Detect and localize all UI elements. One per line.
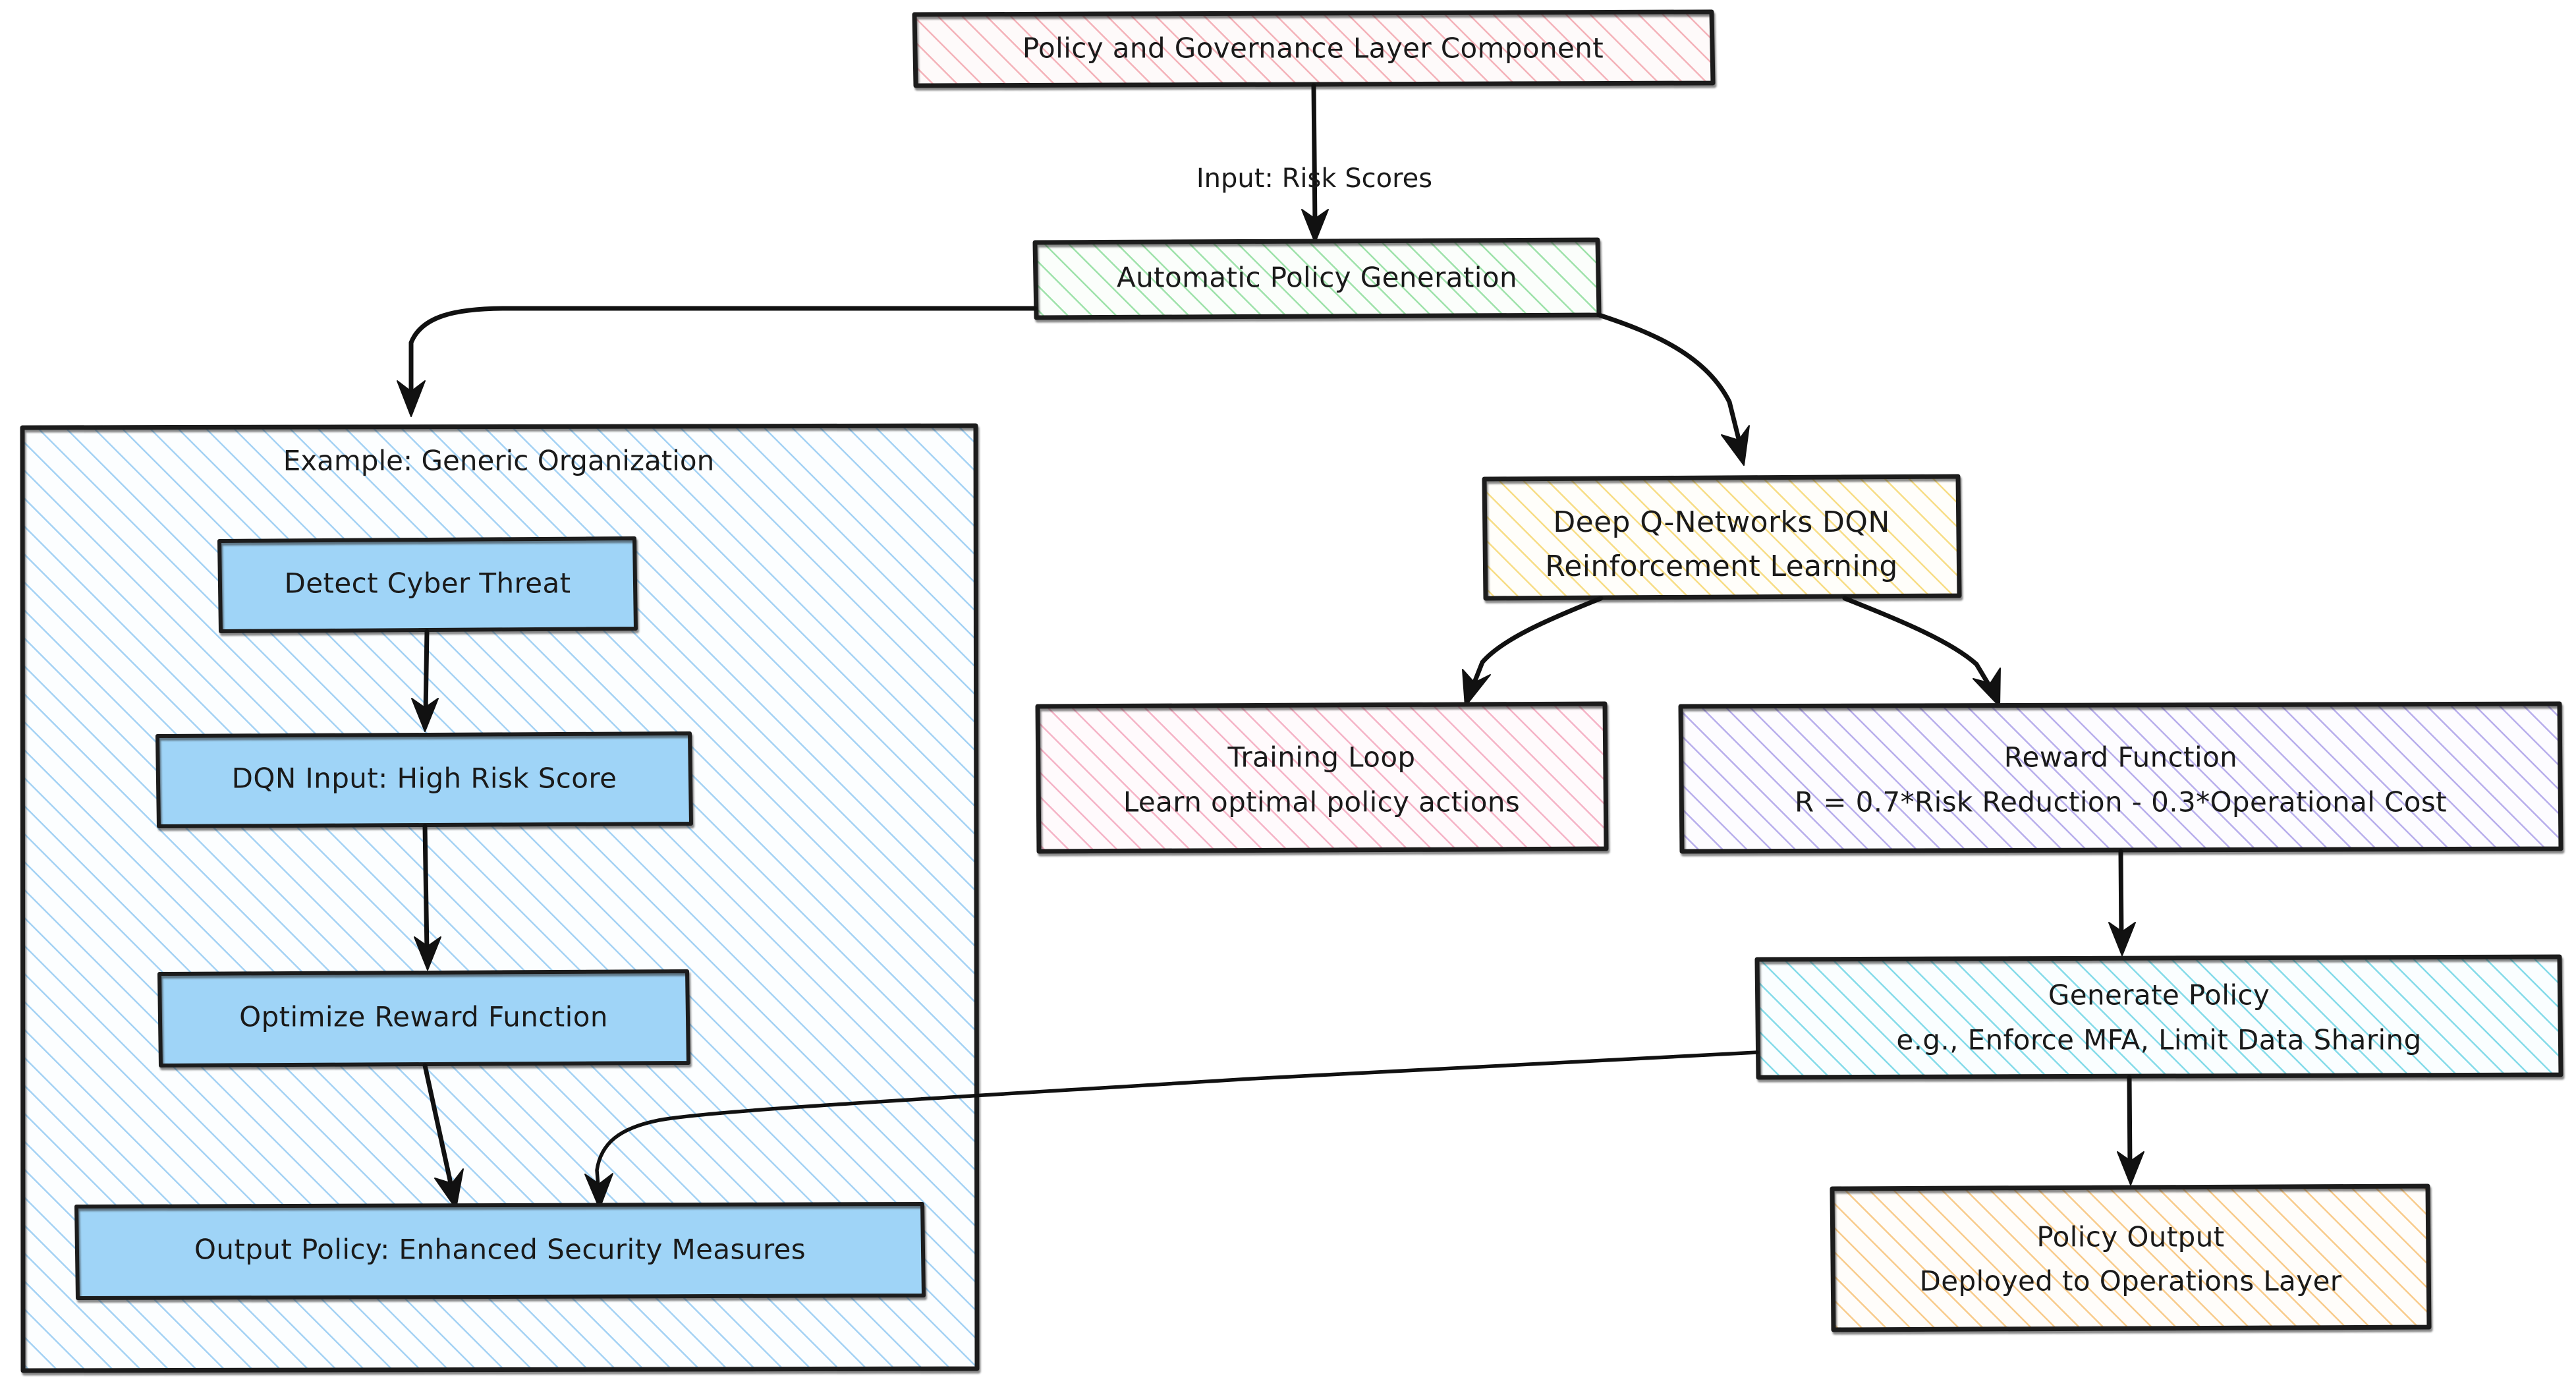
- edge-auto-policy-to-dqn-rl: [1596, 312, 1750, 466]
- edge-reward-function-to-generate-policy: [2108, 849, 2136, 956]
- edge-dqn-input-to-optimize-reward: [414, 824, 441, 971]
- node-border: [1482, 474, 1962, 601]
- node-label-policy-governance: Policy and Governance Layer Component: [1022, 32, 1604, 65]
- node-border: [155, 731, 693, 828]
- node-fill: [76, 1204, 924, 1298]
- edge-detect-threat-to-dqn-input: [411, 629, 439, 732]
- edge-generate-policy-to-output-policy: [584, 1050, 1759, 1209]
- edge-line: [1596, 312, 1742, 444]
- node-label-generate-policy-line1: Generate Policy: [2048, 979, 2270, 1011]
- edge-line: [408, 306, 1038, 397]
- node-border: [1678, 701, 2563, 854]
- subgraph-title: Example: Generic Organization: [283, 445, 714, 477]
- edge-line: [422, 1063, 454, 1189]
- edge-line: [1842, 596, 1991, 687]
- node-border: [217, 536, 638, 633]
- node-fill: [1681, 704, 2561, 851]
- node-border: [157, 969, 690, 1068]
- node-label-training-loop-line1: Training Loop: [1227, 741, 1416, 774]
- node-fill: [914, 12, 1713, 86]
- node-reward-function[interactable]: Reward Function R = 0.7*Risk Reduction -…: [1678, 701, 2563, 854]
- edge-label-input-risk-scores: Input: Risk Scores: [1196, 163, 1432, 194]
- node-label-generate-policy-line2: e.g., Enforce MFA, Limit Data Sharing: [1896, 1024, 2421, 1056]
- node-label-dqn-line2: Reinforcement Learning: [1545, 550, 1897, 583]
- node-label-policy-output-line2: Deployed to Operations Layer: [1920, 1265, 2342, 1297]
- node-label-output-policy: Output Policy: Enhanced Security Measure…: [194, 1234, 806, 1266]
- edge-policy-governance-to-auto-policy: Input: Risk Scores: [1196, 83, 1432, 243]
- node-detect-cyber-threat[interactable]: Detect Cyber Threat: [217, 536, 638, 633]
- edge-dqn-rl-to-training-loop: [1462, 596, 1604, 707]
- node-training-loop[interactable]: Training Loop Learn optimal policy actio…: [1035, 701, 1609, 854]
- node-label-detect-cyber-threat: Detect Cyber Threat: [285, 567, 571, 600]
- node-automatic-policy-generation[interactable]: Automatic Policy Generation: [1032, 237, 1602, 320]
- node-label-policy-output-line1: Policy Output: [2036, 1221, 2224, 1253]
- edge-line: [1311, 83, 1318, 227]
- node-fill: [159, 971, 688, 1066]
- subgraph-background: [22, 426, 977, 1371]
- node-border: [912, 9, 1716, 88]
- arrow-head-icon: [411, 698, 439, 732]
- node-border: [1754, 954, 2563, 1080]
- node-label-optimize-reward: Optimize Reward Function: [239, 1001, 608, 1033]
- node-fill: [1757, 957, 2561, 1077]
- edge-line: [1471, 596, 1604, 687]
- edge-auto-policy-to-subgraph: [397, 306, 1038, 417]
- node-optimize-reward-function[interactable]: Optimize Reward Function: [157, 969, 690, 1068]
- node-fill: [219, 538, 636, 631]
- subgraph-example-generic-organization: Example: Generic Organization: [20, 423, 980, 1373]
- edge-line: [595, 1050, 1759, 1188]
- edge-line: [2127, 1075, 2133, 1170]
- node-label-training-loop-line2: Learn optimal policy actions: [1123, 786, 1520, 818]
- arrow-head-icon: [397, 380, 426, 417]
- node-output-policy-enhanced-security-measures[interactable]: Output Policy: Enhanced Security Measure…: [74, 1202, 926, 1300]
- node-label-reward-function-line2: R = 0.7*Risk Reduction - 0.3*Operational…: [1795, 786, 2447, 818]
- node-border: [74, 1202, 926, 1300]
- arrow-head-icon: [1721, 425, 1750, 466]
- subgraph-border: [20, 423, 980, 1373]
- node-border: [1830, 1183, 2432, 1332]
- edge-generate-policy-to-policy-output: [2117, 1075, 2144, 1185]
- node-policy-and-governance-layer-component[interactable]: Policy and Governance Layer Component: [912, 9, 1716, 88]
- edge-line: [422, 824, 430, 954]
- node-border: [1035, 701, 1609, 854]
- arrow-head-icon: [584, 1173, 613, 1209]
- node-fill: [1832, 1186, 2429, 1330]
- node-label-dqn-line1: Deep Q-Networks DQN: [1553, 505, 1890, 539]
- arrow-head-icon: [1973, 668, 2001, 707]
- node-fill: [1038, 704, 1606, 851]
- node-fill: [1484, 476, 1959, 598]
- edge-dqn-rl-to-reward-function: [1842, 596, 2001, 707]
- node-label-reward-function-line1: Reward Function: [2004, 741, 2237, 774]
- node-deep-q-networks-dqn[interactable]: Deep Q-Networks DQN Reinforcement Learni…: [1482, 474, 1962, 601]
- node-generate-policy[interactable]: Generate Policy e.g., Enforce MFA, Limit…: [1754, 954, 2563, 1080]
- arrow-head-icon: [434, 1168, 464, 1209]
- arrow-head-icon: [1462, 669, 1491, 707]
- arrow-head-icon: [1301, 209, 1329, 243]
- node-label-dqn-input: DQN Input: High Risk Score: [232, 762, 617, 795]
- node-dqn-input-high-risk-score[interactable]: DQN Input: High Risk Score: [155, 731, 693, 828]
- edge-optimize-reward-to-output-policy: [422, 1063, 464, 1209]
- node-fill: [1035, 240, 1599, 318]
- node-fill: [157, 733, 691, 826]
- arrow-head-icon: [414, 936, 441, 971]
- node-policy-output[interactable]: Policy Output Deployed to Operations Lay…: [1830, 1183, 2432, 1332]
- arrow-head-icon: [2117, 1151, 2144, 1185]
- arrow-head-icon: [2108, 922, 2136, 956]
- node-label-auto-policy: Automatic Policy Generation: [1117, 262, 1517, 294]
- edge-line: [423, 629, 430, 716]
